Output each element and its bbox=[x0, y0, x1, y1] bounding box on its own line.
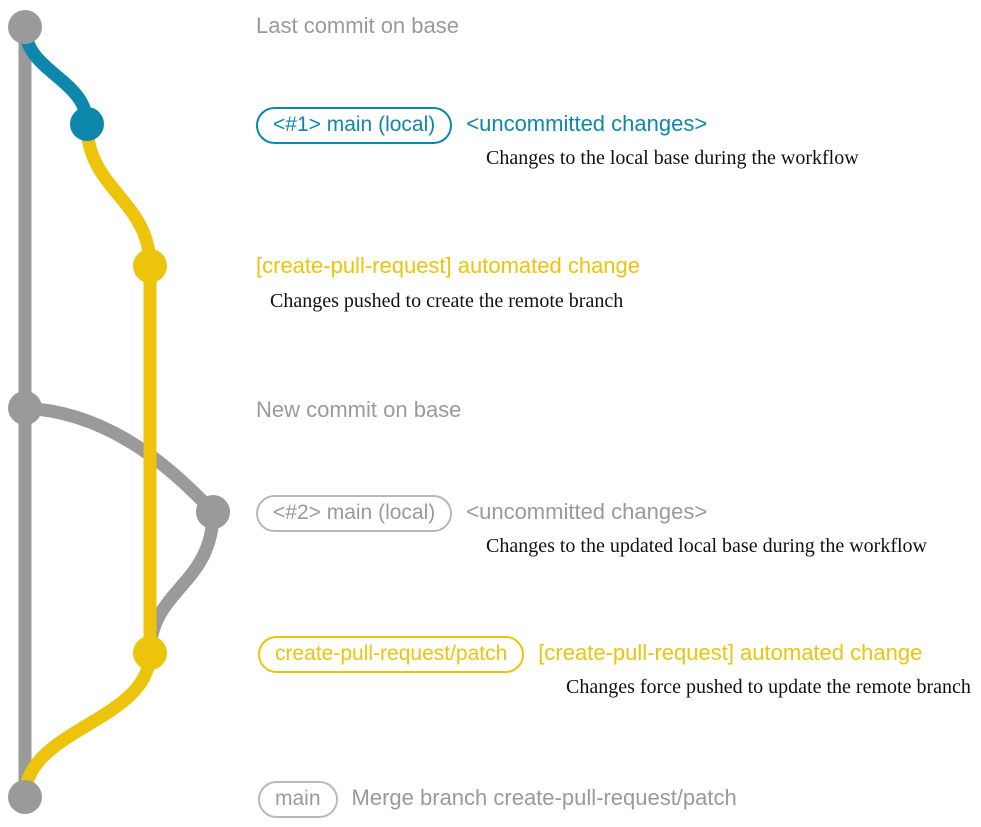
commit-subject-local-1: <uncommitted changes> bbox=[466, 111, 708, 136]
edge-base-new-to-local-2 bbox=[18, 401, 220, 519]
commit-subject-automated-change-2: [create-pull-request] automated change bbox=[538, 640, 923, 665]
commit-node-local-1[interactable] bbox=[70, 107, 104, 141]
note-local-2: Changes to the updated local base during… bbox=[486, 535, 927, 557]
note-local-1: Changes to the local base during the wor… bbox=[486, 147, 859, 169]
branch-pill-local-1[interactable]: <#1> main (local) bbox=[256, 107, 453, 144]
commit-node-patch-1[interactable] bbox=[133, 249, 167, 283]
commit-node-base-new[interactable] bbox=[8, 391, 42, 425]
commit-node-base-last[interactable] bbox=[8, 10, 42, 44]
heading-new-commit-on-base: New commit on base bbox=[256, 397, 462, 422]
commit-node-patch-2[interactable] bbox=[133, 636, 167, 670]
heading-last-commit-on-base: Last commit on base bbox=[256, 13, 459, 38]
note-automated-change-1: Changes pushed to create the remote bran… bbox=[270, 290, 624, 312]
commit-subject-merge: Merge branch create-pull-request/patch bbox=[351, 785, 737, 810]
note-automated-change-2: Changes force pushed to update the remot… bbox=[566, 676, 971, 698]
commit-subject-local-2: <uncommitted changes> bbox=[466, 499, 708, 524]
row-merge-commit: main Merge branch create-pull-request/pa… bbox=[258, 781, 737, 818]
edge-local-2-to-patch-2 bbox=[143, 505, 220, 660]
row-local-1: <#1> main (local) <uncommitted changes> bbox=[256, 107, 707, 144]
edge-base-to-local-1 bbox=[18, 20, 94, 131]
edge-local-1-to-patch-1 bbox=[80, 117, 157, 273]
row-local-2: <#2> main (local) <uncommitted changes> bbox=[256, 495, 707, 532]
commit-node-merge[interactable] bbox=[8, 780, 42, 814]
row-automated-change-1: [create-pull-request] automated change bbox=[256, 255, 640, 277]
edge-patch-2-to-merge bbox=[18, 646, 157, 804]
commit-subject-automated-change-1: [create-pull-request] automated change bbox=[256, 253, 641, 278]
branch-pill-create-pull-request-patch[interactable]: create-pull-request/patch bbox=[258, 636, 525, 673]
row-automated-change-2: create-pull-request/patch [create-pull-r… bbox=[258, 636, 922, 673]
branch-pill-main[interactable]: main bbox=[258, 781, 338, 818]
branch-pill-local-2[interactable]: <#2> main (local) bbox=[256, 495, 453, 532]
commit-node-local-2[interactable] bbox=[196, 495, 230, 529]
